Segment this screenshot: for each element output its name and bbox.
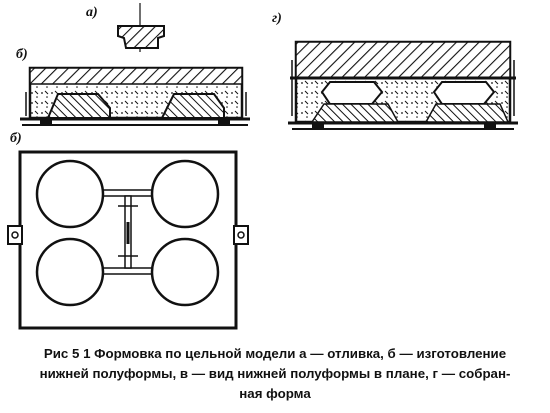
caption-line-2: нижней полуформы, в — вид нижней полуфор… bbox=[39, 366, 511, 381]
caption-line-3: ная форма bbox=[239, 386, 311, 401]
panel-v-plan-view: б) bbox=[7, 131, 249, 330]
panel-g-assembled-mold: г) bbox=[272, 11, 518, 130]
panel-label-v: б) bbox=[10, 131, 22, 146]
panel-b-lower-mold: б) bbox=[16, 47, 250, 126]
figure-caption: Рис 5 1 Формовка по цельной модели а — о… bbox=[0, 344, 550, 404]
panel-label-g: г) bbox=[272, 11, 282, 26]
caption-line-1: Рис 5 1 Формовка по цельной модели а — о… bbox=[43, 346, 507, 361]
panel-a-casting: а) bbox=[86, 3, 165, 52]
panel-label-a: а) bbox=[86, 5, 98, 20]
figure-illustration: а) б) г) б) bbox=[7, 3, 518, 330]
panel-label-b: б) bbox=[16, 47, 28, 62]
